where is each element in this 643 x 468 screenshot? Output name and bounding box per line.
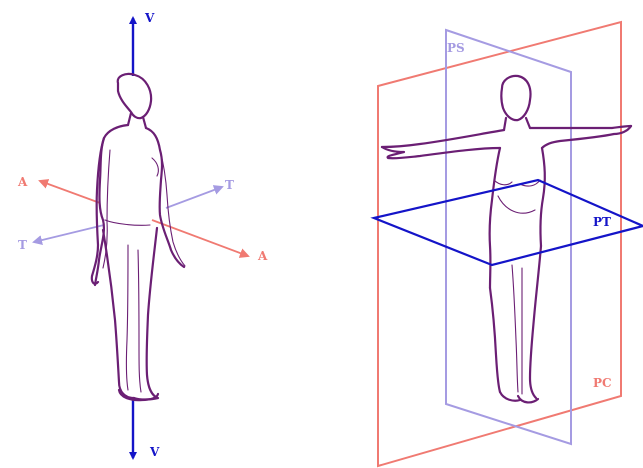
- transverse-axis-right-label: T: [225, 178, 234, 192]
- anteroposterior-axis-front-segment: [38, 179, 101, 204]
- transverse-plane: [370, 178, 643, 267]
- transverse-axis-left-segment: [32, 224, 105, 245]
- left-body-silhouette: [90, 72, 186, 402]
- vertical-axis-bottom-label: V: [149, 445, 160, 459]
- vertical-axis-top-label: V: [144, 11, 155, 25]
- right-figure-planes: PS PT PC: [370, 20, 643, 468]
- coronal-plane-label: PC: [593, 376, 612, 390]
- sagittal-plane: [445, 28, 572, 446]
- sagittal-plane-label: PS: [447, 41, 465, 55]
- transverse-plane-label: PT: [593, 215, 611, 229]
- anteroposterior-axis-front-label: A: [17, 175, 28, 189]
- anteroposterior-axis-back-segment: [151, 219, 250, 258]
- transverse-axis-right-segment: [165, 185, 224, 209]
- left-figure-axes: V V A A T T: [17, 11, 268, 460]
- transverse-axis-left-label: T: [18, 238, 27, 252]
- coronal-plane: [377, 20, 622, 468]
- anteroposterior-axis-back-label: A: [257, 249, 268, 263]
